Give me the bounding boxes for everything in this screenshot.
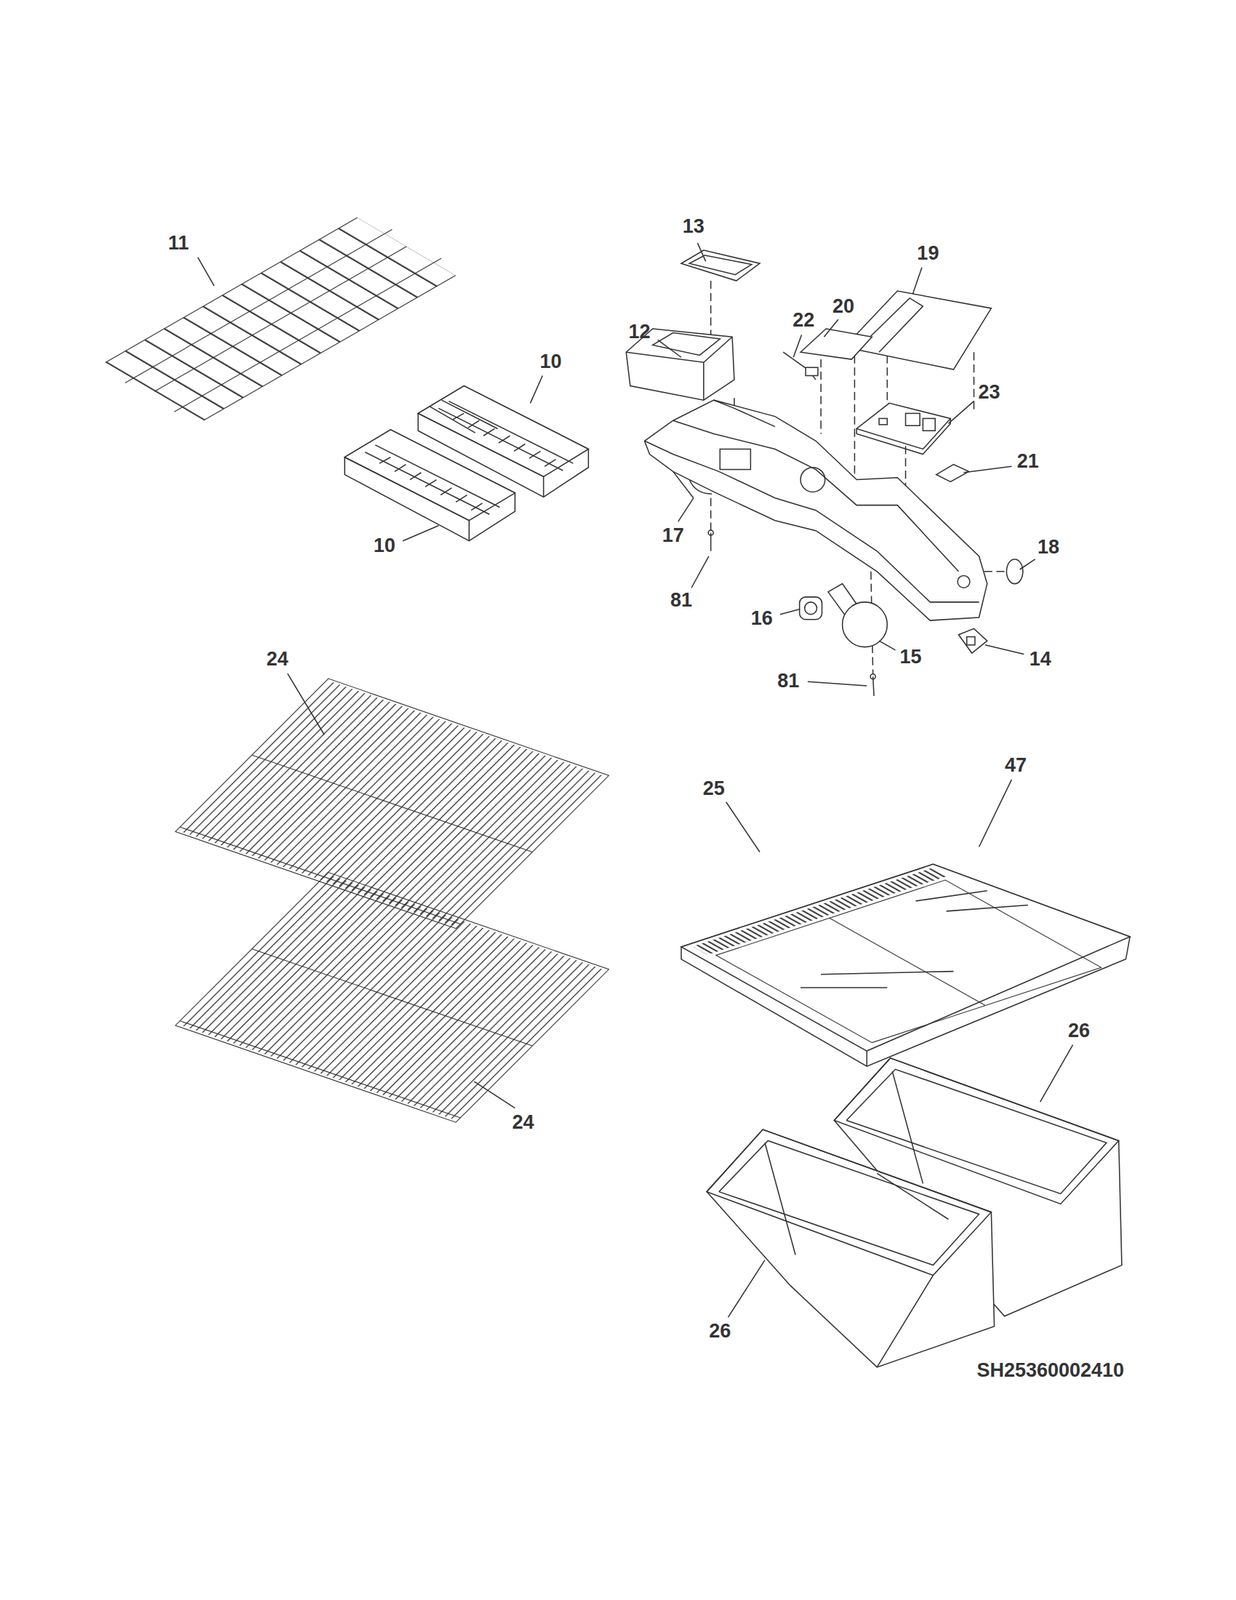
- callout-number: 17: [662, 525, 685, 546]
- callout-number: 21: [1017, 450, 1039, 471]
- wire-shelf: [175, 678, 609, 929]
- callout-number: 47: [1004, 754, 1027, 775]
- callout-number: 12: [628, 321, 650, 341]
- knob-18: [1006, 559, 1023, 584]
- callout-number: 23: [978, 381, 1001, 402]
- switch-14: [958, 628, 987, 653]
- callout-number: 81: [670, 589, 693, 610]
- callout-number: 19: [916, 242, 939, 263]
- control-board-23: [856, 402, 951, 454]
- callout-number: 24: [512, 1111, 535, 1132]
- wire-shelf: [175, 872, 609, 1123]
- light-bulb-15: [828, 583, 888, 648]
- callout-number: 15: [900, 647, 922, 667]
- leader-line: [197, 242, 1073, 1317]
- filter-13: [681, 250, 760, 281]
- callout-number: 20: [832, 295, 855, 316]
- callout-number: 26: [1068, 1020, 1090, 1040]
- callout-number: 24: [266, 649, 288, 669]
- screw: [708, 530, 876, 696]
- callout-number: 26: [708, 1321, 731, 1341]
- light-housing: [644, 399, 987, 621]
- lamp-socket-16: [799, 596, 823, 620]
- callout-number: 22: [792, 310, 815, 331]
- callout-number: 10: [539, 351, 562, 371]
- insulator-20: [800, 328, 872, 360]
- ice-tray: [344, 386, 589, 541]
- callout-number: 18: [1037, 536, 1060, 557]
- callout-number: 10: [373, 535, 396, 556]
- callout-number: 14: [1029, 649, 1052, 669]
- callout-number: 13: [682, 216, 705, 237]
- freezer-wire-shelf: [98, 213, 464, 425]
- crisper-cover: [681, 863, 1130, 1066]
- callout-number: 16: [751, 608, 773, 629]
- cover-plate-19: [844, 290, 991, 370]
- drawing-code: SH25360002410: [976, 1359, 1125, 1380]
- callout-number: 11: [167, 232, 190, 253]
- callout-number: 81: [777, 670, 800, 690]
- callout-number: 25: [703, 778, 725, 799]
- crisper-drawer: [706, 1057, 1122, 1367]
- sensor-22: [783, 351, 818, 380]
